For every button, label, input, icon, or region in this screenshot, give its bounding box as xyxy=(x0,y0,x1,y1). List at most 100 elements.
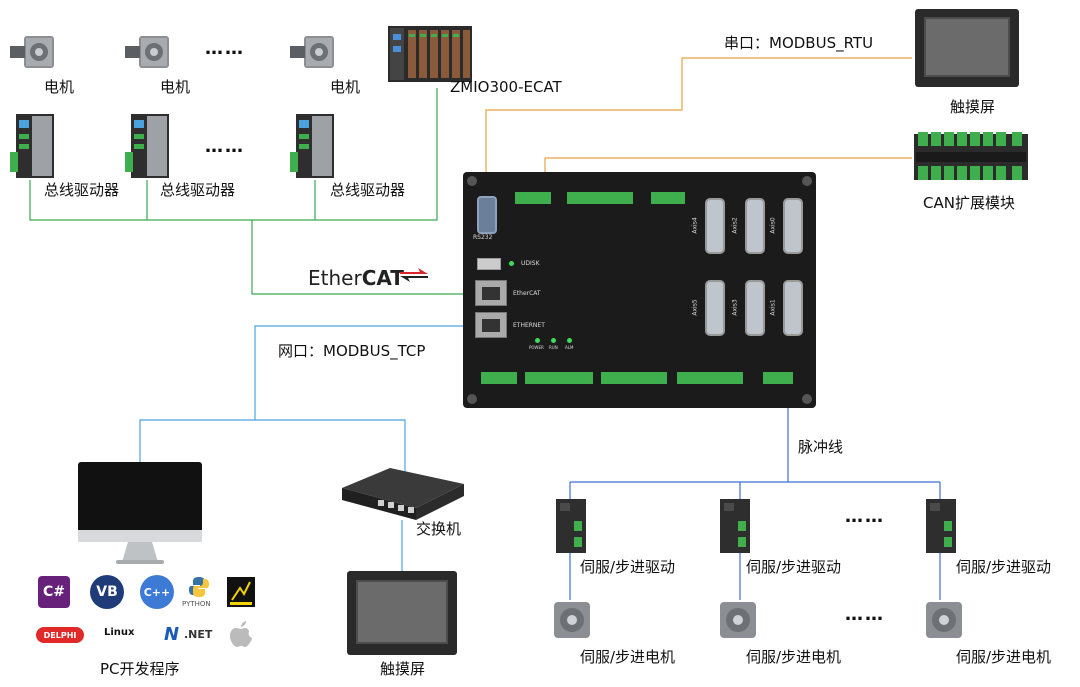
python-logo-icon xyxy=(189,577,209,597)
bus-drive-icon xyxy=(290,114,334,178)
axis-label: Axis4 xyxy=(691,217,699,234)
servo-drive-label: 伺服/步进驱动 xyxy=(746,558,842,576)
motor-icon xyxy=(125,36,169,68)
motor-label: 电机 xyxy=(44,78,75,96)
motor-label: 电机 xyxy=(160,78,191,96)
bus-drive-label: 总线驱动器 xyxy=(330,181,406,199)
hmi-label-bottom: 触摸屏 xyxy=(380,660,426,678)
network-lines xyxy=(139,325,478,572)
ethercat-logo-cat: CAT xyxy=(361,266,404,290)
axis-connector xyxy=(705,198,725,254)
servo-drive-label: 伺服/步进驱动 xyxy=(580,558,676,576)
mount-hole xyxy=(802,394,812,404)
io-terminal xyxy=(677,372,743,384)
servo-motor-label: 伺服/步进电机 xyxy=(956,648,1052,666)
axis-label: Axis3 xyxy=(731,299,739,316)
io-terminal xyxy=(525,372,593,384)
power-terminal xyxy=(763,372,793,384)
switch-label: 交换机 xyxy=(416,520,462,538)
io-terminal xyxy=(651,192,685,204)
ethernet-port-label: ETHERNET xyxy=(513,322,545,329)
udisk-port xyxy=(477,258,501,270)
ellipsis: …… xyxy=(845,604,885,625)
ethercat-logo: EtherCAT xyxy=(308,268,404,288)
servo-motor-icon xyxy=(554,602,590,638)
power-led xyxy=(535,338,540,343)
run-led xyxy=(551,338,556,343)
pc-monitor-icon xyxy=(78,462,202,564)
axis-label: Axis0 xyxy=(769,217,777,234)
rs232-label: RS232 xyxy=(473,234,493,241)
pulse-line-label: 脉冲线 xyxy=(798,438,844,456)
motor-icon xyxy=(290,36,334,68)
serial-label: 串口：MODBUS_RTU xyxy=(724,34,874,52)
dotnet-logo-n: N xyxy=(164,624,180,645)
csharp-logo: C# xyxy=(38,576,70,608)
power-led-label: POWER xyxy=(529,345,544,350)
hmi-touchscreen-icon xyxy=(347,571,457,655)
ellipsis: …… xyxy=(205,38,245,59)
rs232-port xyxy=(477,196,497,234)
bus-drive-label: 总线驱动器 xyxy=(44,181,120,199)
udisk-label: UDISK xyxy=(521,260,540,267)
hmi-label-top: 触摸屏 xyxy=(950,98,996,116)
axis-label: Axis2 xyxy=(731,217,739,234)
labview-logo-icon xyxy=(227,577,255,607)
cpp-logo: C++ xyxy=(140,575,174,609)
motor-icon xyxy=(10,36,54,68)
servo-drive-icon xyxy=(556,499,586,553)
servo-drive-label: 伺服/步进驱动 xyxy=(956,558,1052,576)
axis-connector xyxy=(783,280,803,336)
hmi-touchscreen-icon xyxy=(915,9,1019,87)
ethernet-rj45-port xyxy=(475,312,507,338)
network-label: 网口：MODBUS_TCP xyxy=(278,342,426,360)
linux-logo: Linux xyxy=(104,627,135,638)
io-terminal xyxy=(481,372,517,384)
ellipsis: …… xyxy=(205,136,245,157)
run-led-label: RUN xyxy=(549,345,558,350)
ethercat-logo-ether: Ether xyxy=(308,266,362,290)
alm-led xyxy=(567,338,572,343)
axis-connector xyxy=(783,198,803,254)
ethercat-bus-lines xyxy=(29,88,478,295)
can-module-label: CAN扩展模块 xyxy=(923,194,1015,212)
zmio300-module-icon xyxy=(388,26,472,82)
servo-motor-icon xyxy=(720,602,756,638)
motor-label: 电机 xyxy=(330,78,361,96)
ethercat-port-label: EtherCAT xyxy=(513,290,541,297)
udisk-led xyxy=(509,261,514,266)
axis-label: Axis5 xyxy=(691,299,699,316)
servo-motor-icon xyxy=(926,602,962,638)
servo-drive-icon xyxy=(926,499,956,553)
ethercat-rj45-port xyxy=(475,280,507,306)
mount-hole xyxy=(467,394,477,404)
io-terminal xyxy=(601,372,667,384)
can-module-icon xyxy=(914,132,1028,180)
mount-hole xyxy=(467,176,477,186)
alm-led-label: ALM xyxy=(565,345,574,350)
servo-motor-label: 伺服/步进电机 xyxy=(746,648,842,666)
axis-label: Axis1 xyxy=(769,299,777,316)
can-terminal xyxy=(515,192,551,204)
servo-drive-icon xyxy=(720,499,750,553)
bus-drive-label: 总线驱动器 xyxy=(160,181,236,199)
apple-logo-icon xyxy=(230,621,252,647)
axis-connector xyxy=(745,198,765,254)
delphi-logo: DELPHI xyxy=(36,627,84,643)
dotnet-logo-text: .NET xyxy=(184,628,213,641)
io-terminal xyxy=(567,192,633,204)
axis-connector xyxy=(705,280,725,336)
motion-controller: RS232 UDISK EtherCAT ETHERNET POWER RUN … xyxy=(463,172,816,408)
ethercat-arrow-icon xyxy=(400,268,428,282)
servo-motor-label: 伺服/步进电机 xyxy=(580,648,676,666)
bus-drive-icon xyxy=(10,114,54,178)
controller-model-label: ZMIO300-ECAT xyxy=(450,78,562,96)
vb-logo: VB xyxy=(90,575,124,609)
axis-connector xyxy=(745,280,765,336)
python-logo-text: PYTHON xyxy=(182,600,211,608)
pc-dev-label: PC开发程序 xyxy=(100,660,180,678)
ellipsis: …… xyxy=(845,506,885,527)
mount-hole xyxy=(802,176,812,186)
network-switch-icon xyxy=(342,468,464,520)
bus-drive-icon xyxy=(125,114,169,178)
